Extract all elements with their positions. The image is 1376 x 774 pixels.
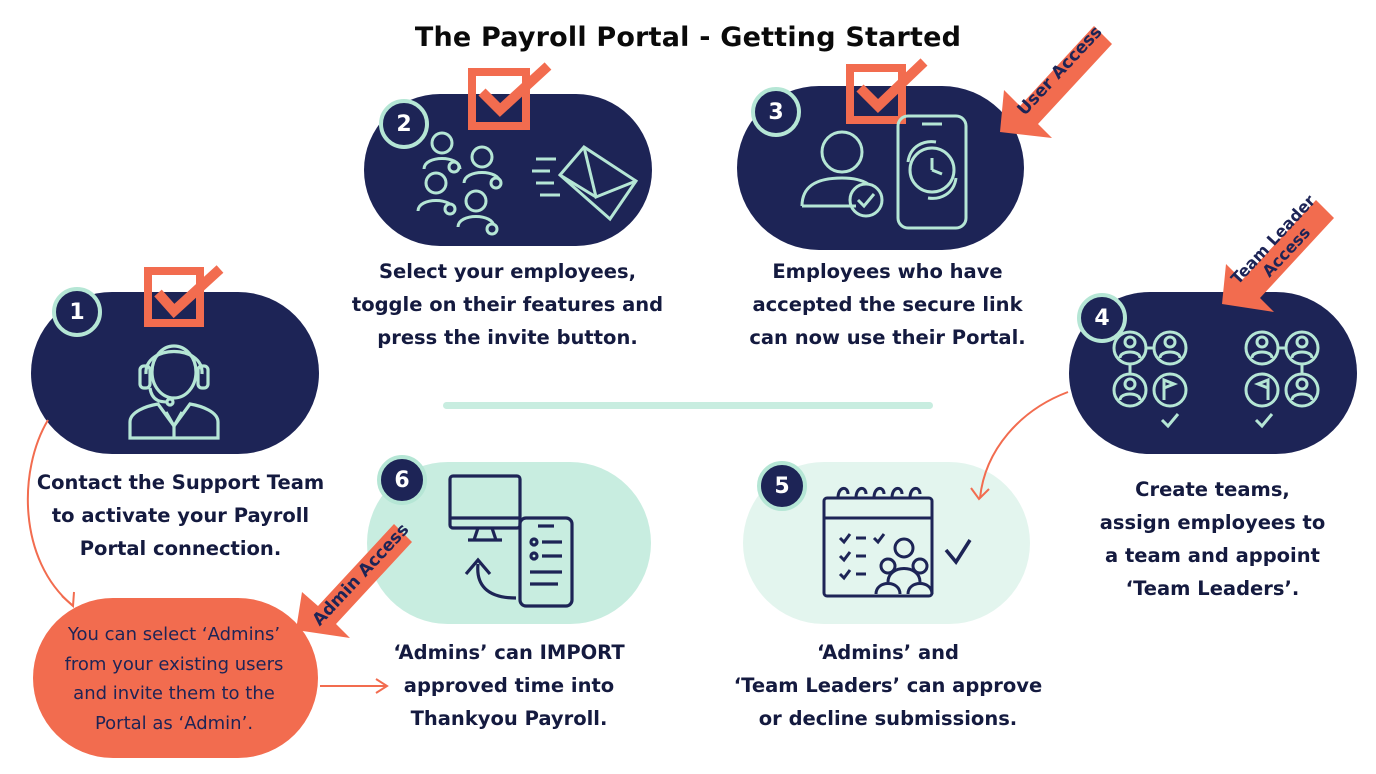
page-title: The Payroll Portal - Getting Started (414, 22, 962, 53)
support-agent-icon (128, 344, 220, 440)
checkbox-check-icon (846, 58, 928, 124)
admin-access-arrow-icon (296, 524, 412, 638)
step-3-caption: Employees who have accepted the secure l… (749, 260, 1026, 349)
arrow-step4-to-step5-head (970, 487, 990, 501)
step-6-number: 6 (377, 455, 427, 505)
approve-calendar-icon (822, 487, 972, 598)
divider-line (443, 402, 933, 409)
admin-note-text: You can select ‘Admins’ from your existi… (64, 624, 284, 734)
admin-note-card (33, 598, 318, 758)
arrow-step4-to-step5 (979, 391, 1069, 499)
step-3-number: 3 (751, 87, 801, 137)
team-leader-access-arrow-icon (1222, 200, 1334, 312)
invite-employees-icon (416, 131, 639, 236)
step-5-number: 5 (757, 461, 807, 511)
portal-access-icon (800, 114, 968, 230)
arrow-step1-to-admin-note-head (61, 591, 75, 609)
step-6-caption: ‘Admins’ can IMPORT approved time into T… (393, 641, 625, 730)
step-5-caption: ‘Admins’ and ‘Team Leaders’ can approve … (733, 641, 1043, 730)
user-access-arrow-icon (1000, 26, 1112, 138)
step-4-caption: Create teams, assign employees to a team… (1099, 478, 1326, 600)
teams-icon (1112, 330, 1320, 429)
step-2-caption: Select your employees, toggle on their f… (351, 260, 664, 349)
step-2-number: 2 (379, 99, 429, 149)
step-1-number: 1 (52, 287, 102, 337)
checkbox-check-icon (144, 265, 224, 327)
import-time-icon (448, 474, 574, 608)
arrow-admin-note-to-step6-head (375, 678, 389, 694)
step-1-caption: Contact the Support Team to activate you… (36, 471, 325, 560)
arrow-step1-to-admin-note (26, 419, 73, 606)
checkbox-check-icon (468, 62, 552, 130)
